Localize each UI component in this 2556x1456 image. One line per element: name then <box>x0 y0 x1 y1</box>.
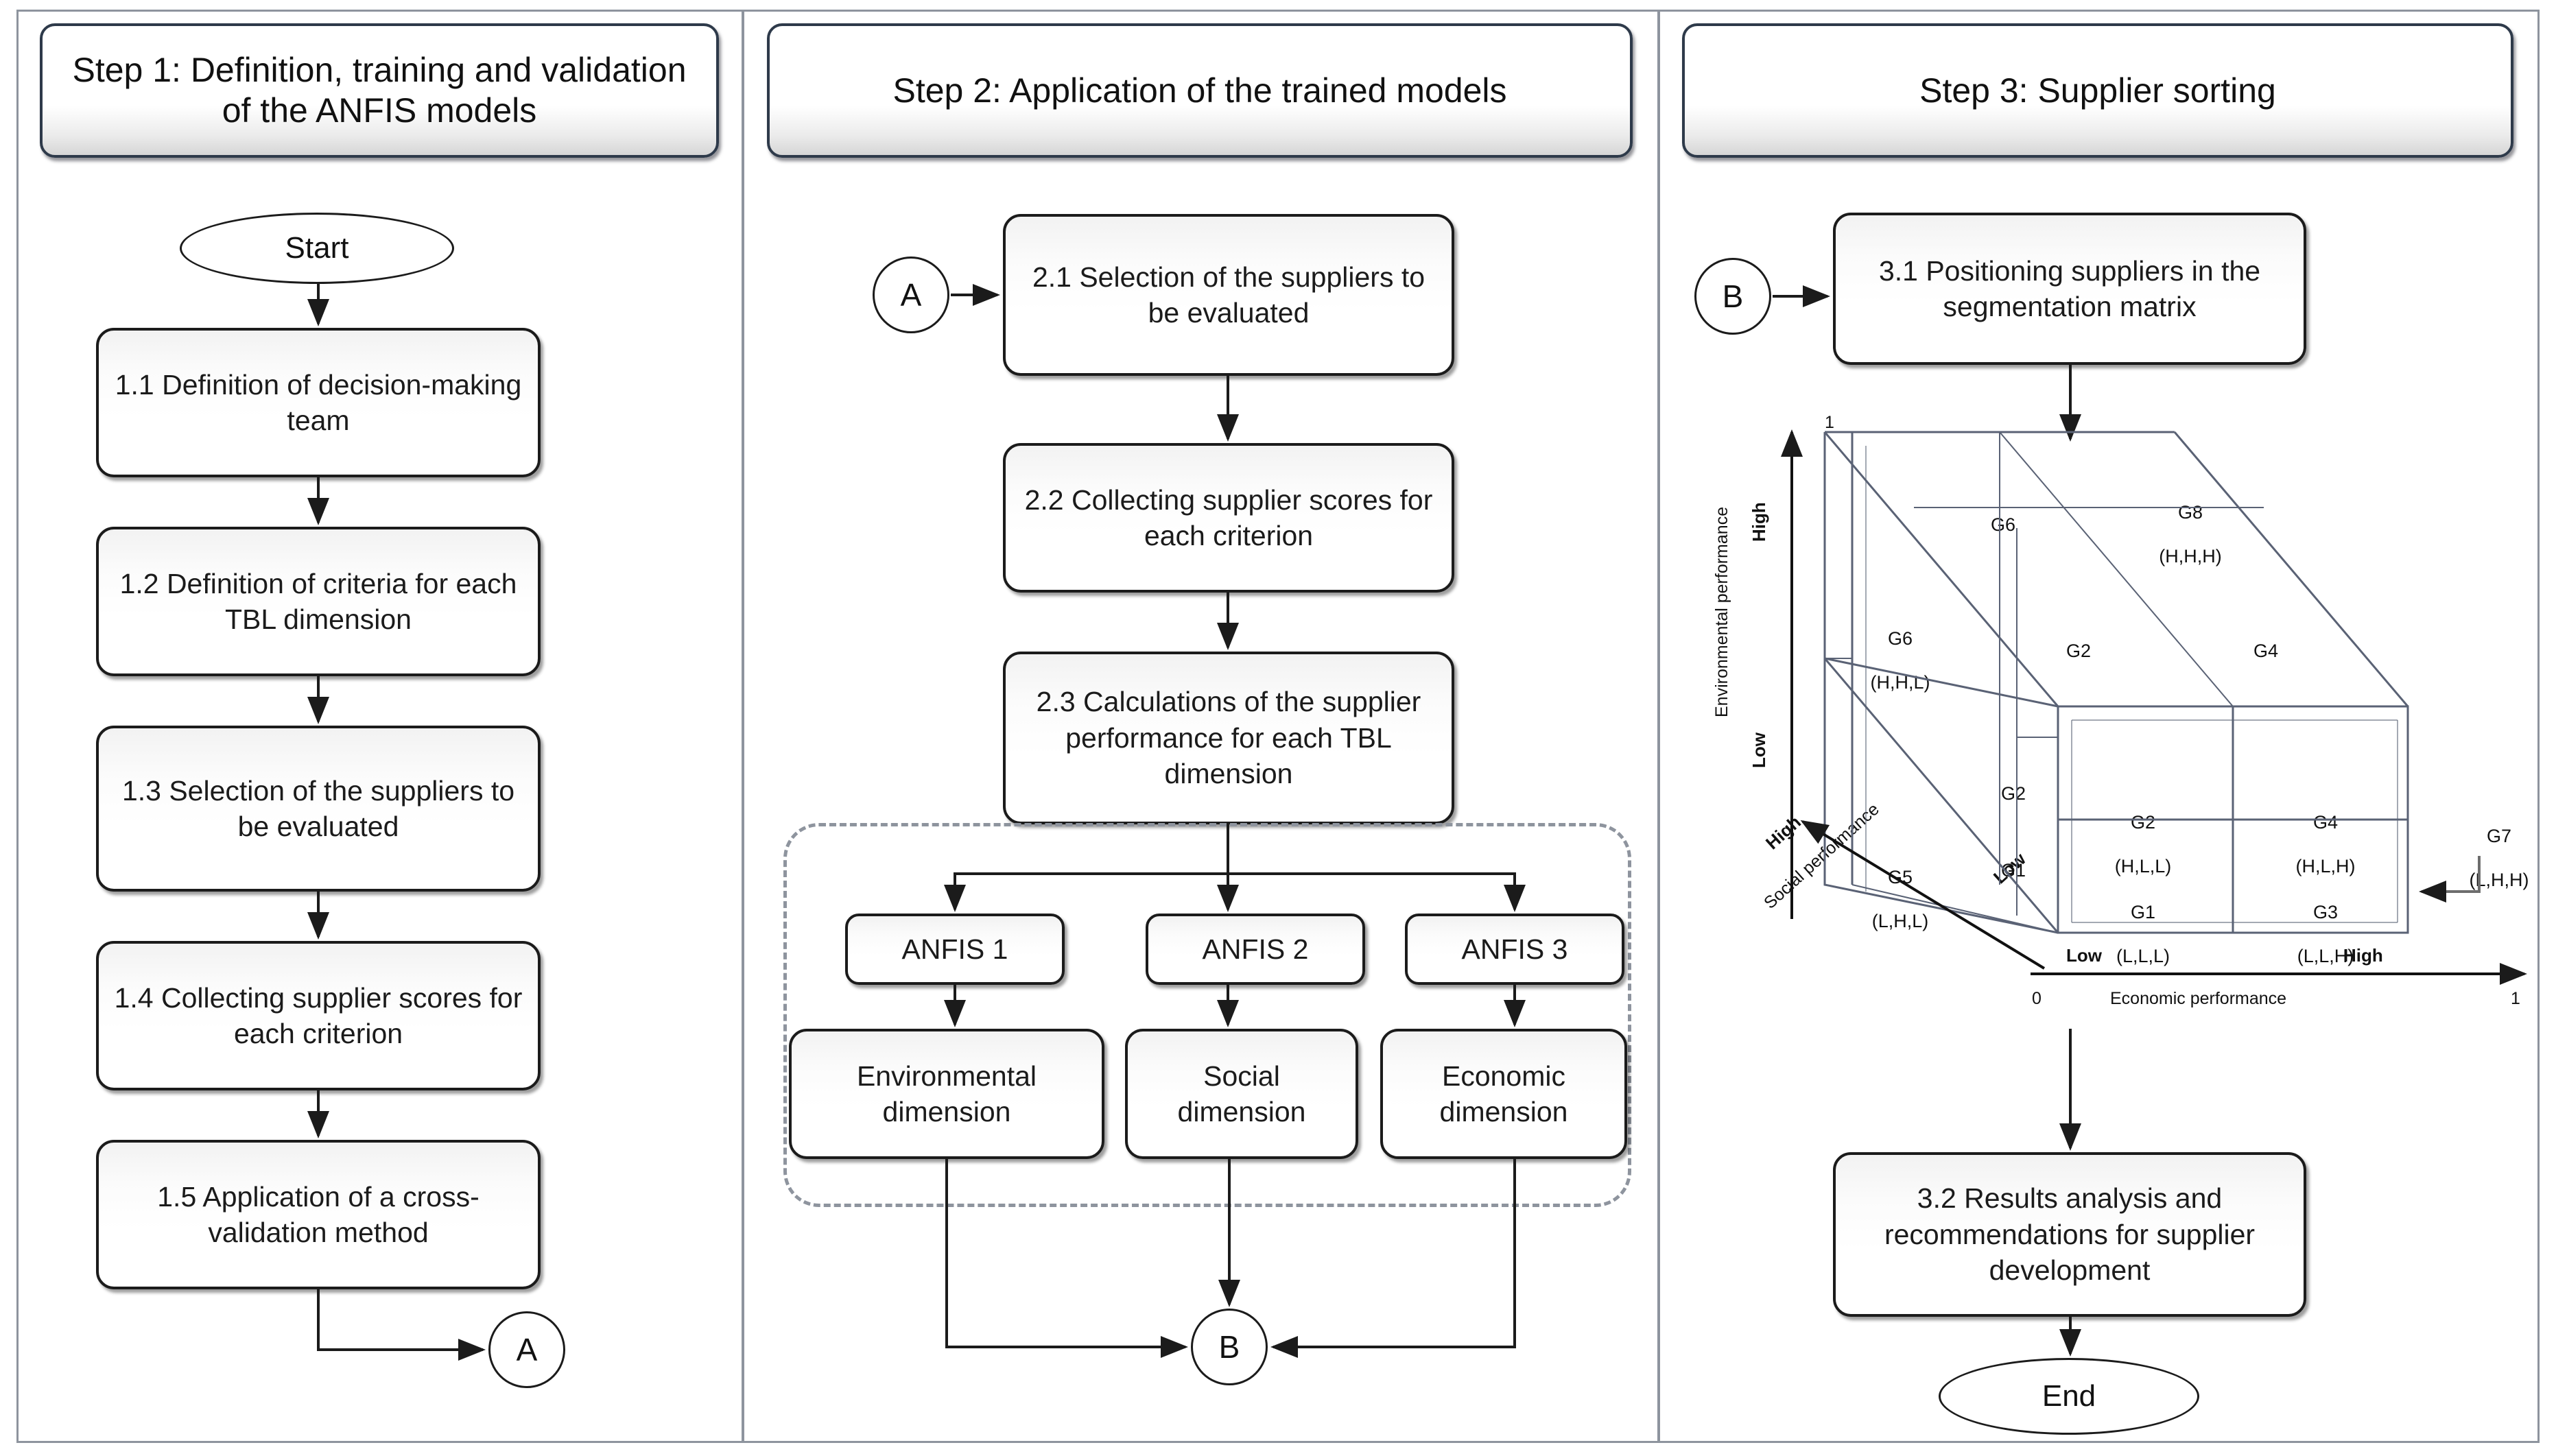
cube-cell-g6-top: G6 <box>1955 492 2051 536</box>
x-axis-min-label: 0 <box>2032 989 2042 1008</box>
step-1-4-box: 1.4 Collecting supplier scores for each … <box>96 941 541 1090</box>
social-dimension-box: Social dimension <box>1125 1029 1358 1159</box>
cube-cell-code: (L,H,L) <box>1871 910 1929 931</box>
connector-b-entry: B <box>1694 258 1771 335</box>
x-axis-high-label: High <box>2343 945 2383 966</box>
step-1-3-box: 1.3 Selection of the suppliers to be eva… <box>96 726 541 892</box>
cube-cell-g4-interior-top: G4 <box>2228 619 2304 663</box>
cube-cell-g1-front: G1 (L,L,L) <box>2095 880 2191 967</box>
step-1-1-box: 1.1 Definition of decision-making team <box>96 328 541 477</box>
y-axis-high-label: High <box>1749 502 1769 542</box>
end-terminator: End <box>1939 1358 2199 1435</box>
column-divider-2 <box>1657 10 1660 1443</box>
start-terminator: Start <box>180 213 454 284</box>
cube-cell-name: G1 <box>2000 859 2026 881</box>
cube-cell-name: G6 <box>1887 628 1913 649</box>
cube-cell-name: G4 <box>2253 640 2279 661</box>
cube-cell-name: G1 <box>2130 901 2156 922</box>
connector-b-merge: B <box>1191 1309 1268 1385</box>
step2-header: Step 2: Application of the trained model… <box>767 23 1633 158</box>
step-2-3-box: 2.3 Calculations of the supplier perform… <box>1003 652 1454 824</box>
step-2-1-box: 2.1 Selection of the suppliers to be eva… <box>1003 214 1454 376</box>
cube-cell-name: G2 <box>2130 811 2156 833</box>
anfis-1-box: ANFIS 1 <box>845 914 1065 985</box>
x-axis-max-label: 1 <box>2511 989 2520 1008</box>
step-3-2-box: 3.2 Results analysis and recommendations… <box>1833 1152 2306 1317</box>
cube-cell-code: (L,L,L) <box>2116 945 2170 966</box>
x-axis-title: Economic performance <box>2110 989 2287 1008</box>
y-axis-title: Environmental performance <box>1712 506 1731 717</box>
cube-cell-g6-left: G6 (H,H,L) <box>1852 606 1948 693</box>
environmental-dimension-box: Environmental dimension <box>789 1029 1104 1159</box>
cube-cell-name: G3 <box>2312 901 2339 922</box>
step-1-5-box: 1.5 Application of a cross-validation me… <box>96 1140 541 1289</box>
cube-cell-g2-interior-top: G2 <box>2041 619 2116 663</box>
anfis-2-box: ANFIS 2 <box>1146 914 1365 985</box>
anfis-3-box: ANFIS 3 <box>1405 914 1624 985</box>
cube-cell-name: G5 <box>1887 866 1913 887</box>
connector-a-entry: A <box>873 256 949 333</box>
cube-cell-code: (L,L,H) <box>2297 945 2354 966</box>
step-2-2-box: 2.2 Collecting supplier scores for each … <box>1003 443 1454 593</box>
cube-cell-code: (H,H,L) <box>1870 671 1930 693</box>
cube-cell-g4-front: G4 (H,L,H) <box>2277 790 2374 877</box>
step3-header: Step 3: Supplier sorting <box>1682 23 2513 158</box>
cube-cell-code: (L,H,H) <box>2469 869 2529 890</box>
cube-cell-name: G4 <box>2312 811 2339 833</box>
cube-cell-g2-interior-side: G2 <box>1976 761 2051 805</box>
cube-cell-code: (H,L,H) <box>2295 855 2356 876</box>
cube-cell-code: (H,H,H) <box>2159 545 2222 566</box>
x-axis-low-label: Low <box>2066 945 2102 966</box>
cube-cell-name: G2 <box>2066 640 2092 661</box>
cube-cell-g7-external: G7 (L,H,H) <box>2448 804 2551 891</box>
cube-cell-name: G8 <box>2177 501 2203 523</box>
step1-header: Step 1: Definition, training and validat… <box>40 23 719 158</box>
cube-cell-g2-front: G2 (H,L,L) <box>2095 790 2191 877</box>
cube-cell-g3-front: G3 (L,L,H) <box>2277 880 2374 967</box>
cube-cell-g8-top: G8 (H,H,H) <box>2132 480 2249 567</box>
cube-cell-code: (H,L,L) <box>2114 855 2172 876</box>
cube-cell-g1-interior-side: G1 <box>1976 838 2051 882</box>
step-1-2-box: 1.2 Definition of criteria for each TBL … <box>96 527 541 676</box>
economic-dimension-box: Economic dimension <box>1380 1029 1627 1159</box>
step-3-1-box: 3.1 Positioning suppliers in the segment… <box>1833 213 2306 365</box>
y-axis-max-label: 1 <box>1825 413 1834 432</box>
column-divider-1 <box>742 10 744 1443</box>
cube-cell-name: G7 <box>2486 825 2512 846</box>
cube-cell-g5-left: G5 (L,H,L) <box>1852 845 1948 932</box>
cube-cell-name: G2 <box>2000 783 2026 804</box>
connector-a-exit: A <box>488 1311 565 1388</box>
cube-cell-name: G6 <box>1990 514 2016 535</box>
y-axis-low-label: Low <box>1749 732 1769 768</box>
